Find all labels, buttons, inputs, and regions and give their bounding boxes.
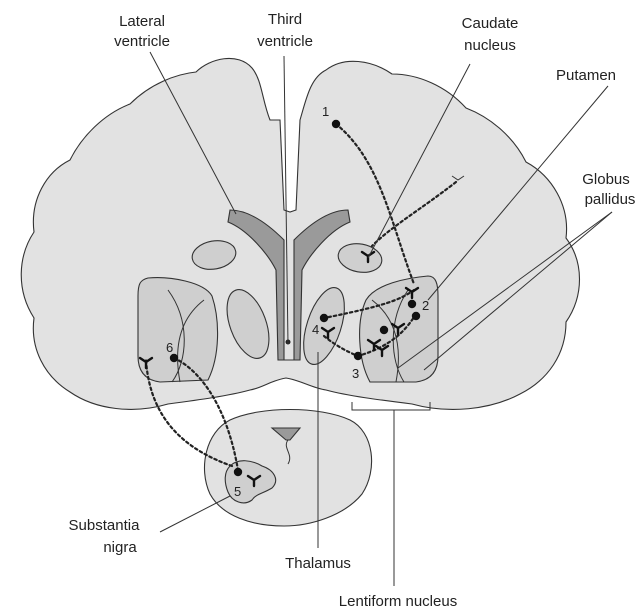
- label-lateral-ventricle-line2: ventricle: [114, 33, 170, 50]
- neuron-1: [332, 120, 340, 128]
- label-caudate-line1: Caudate: [462, 15, 519, 32]
- number-6: 6: [166, 340, 173, 355]
- label-caudate-line2: nucleus: [464, 37, 516, 54]
- neuron-5: [234, 468, 242, 476]
- label-third-ventricle-line1: Third: [268, 11, 302, 28]
- neuron-3: [354, 352, 362, 360]
- number-2: 2: [422, 298, 429, 313]
- leader-lentiform-bracket: [352, 402, 430, 586]
- label-third-ventricle-line2: ventricle: [257, 33, 313, 50]
- label-thalamus: Thalamus: [285, 555, 351, 572]
- neuron-2b: [412, 312, 420, 320]
- neuron-2a: [408, 300, 416, 308]
- label-putamen: Putamen: [556, 67, 616, 84]
- label-substantia-line1: Substantia: [69, 517, 141, 534]
- label-globus-line1: Globus: [582, 171, 630, 188]
- neuron-6: [170, 354, 178, 362]
- label-lateral-ventricle-line1: Lateral: [119, 13, 165, 30]
- label-substantia-line2: nigra: [103, 539, 137, 556]
- neuron-4: [320, 314, 328, 322]
- leader-substantia-nigra: [160, 496, 230, 532]
- neuron-putamen: [380, 326, 388, 334]
- number-3: 3: [352, 366, 359, 381]
- number-1: 1: [322, 104, 329, 119]
- label-lentiform: Lentiform nucleus: [339, 593, 457, 610]
- number-4: 4: [312, 322, 319, 337]
- number-5: 5: [234, 484, 241, 499]
- label-globus-line2: pallidus: [585, 191, 636, 208]
